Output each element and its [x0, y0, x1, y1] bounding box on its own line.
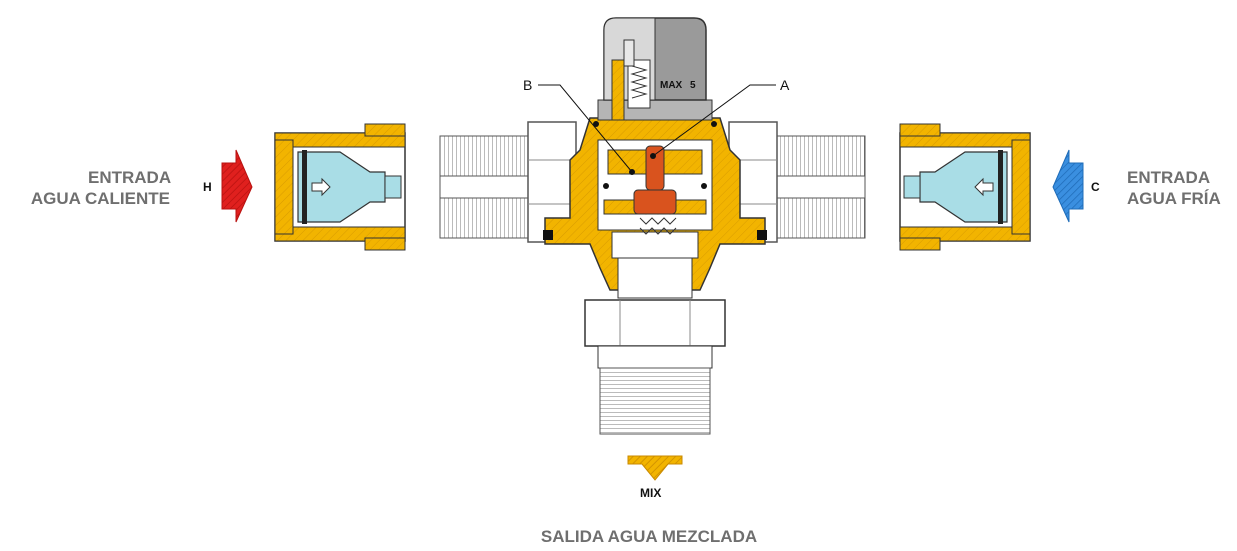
hot-inlet-arrow — [221, 149, 253, 223]
cold-inlet-arrow — [1052, 149, 1084, 223]
callout-lines — [538, 84, 776, 175]
thermostatic-element — [633, 145, 677, 215]
knob-number: 5 — [690, 80, 696, 91]
hot-inlet-label-line1: ENTRADA — [88, 168, 172, 187]
hot-marker: H — [203, 180, 212, 194]
mix-outlet-arrow — [627, 455, 683, 481]
cold-inlet-label-line1: ENTRADA — [1127, 168, 1211, 187]
knob-max-text: MAX — [660, 80, 683, 91]
outlet-label: SALIDA AGUA MEZCLADA — [540, 527, 758, 546]
adjustment-knob — [597, 17, 713, 121]
mix-marker: MIX — [640, 486, 662, 500]
callout-b-label: B — [523, 77, 533, 93]
cold-inlet-label-line2: AGUA FRÍA — [1127, 189, 1221, 208]
cold-marker: C — [1091, 180, 1100, 194]
cold-check-valve-fitting — [899, 123, 1031, 251]
hot-inlet-label-line2: AGUA CALIENTE — [30, 189, 170, 208]
mixed-outlet — [584, 299, 726, 435]
callout-a-label: A — [780, 77, 790, 93]
hot-check-valve-fitting — [274, 123, 406, 251]
